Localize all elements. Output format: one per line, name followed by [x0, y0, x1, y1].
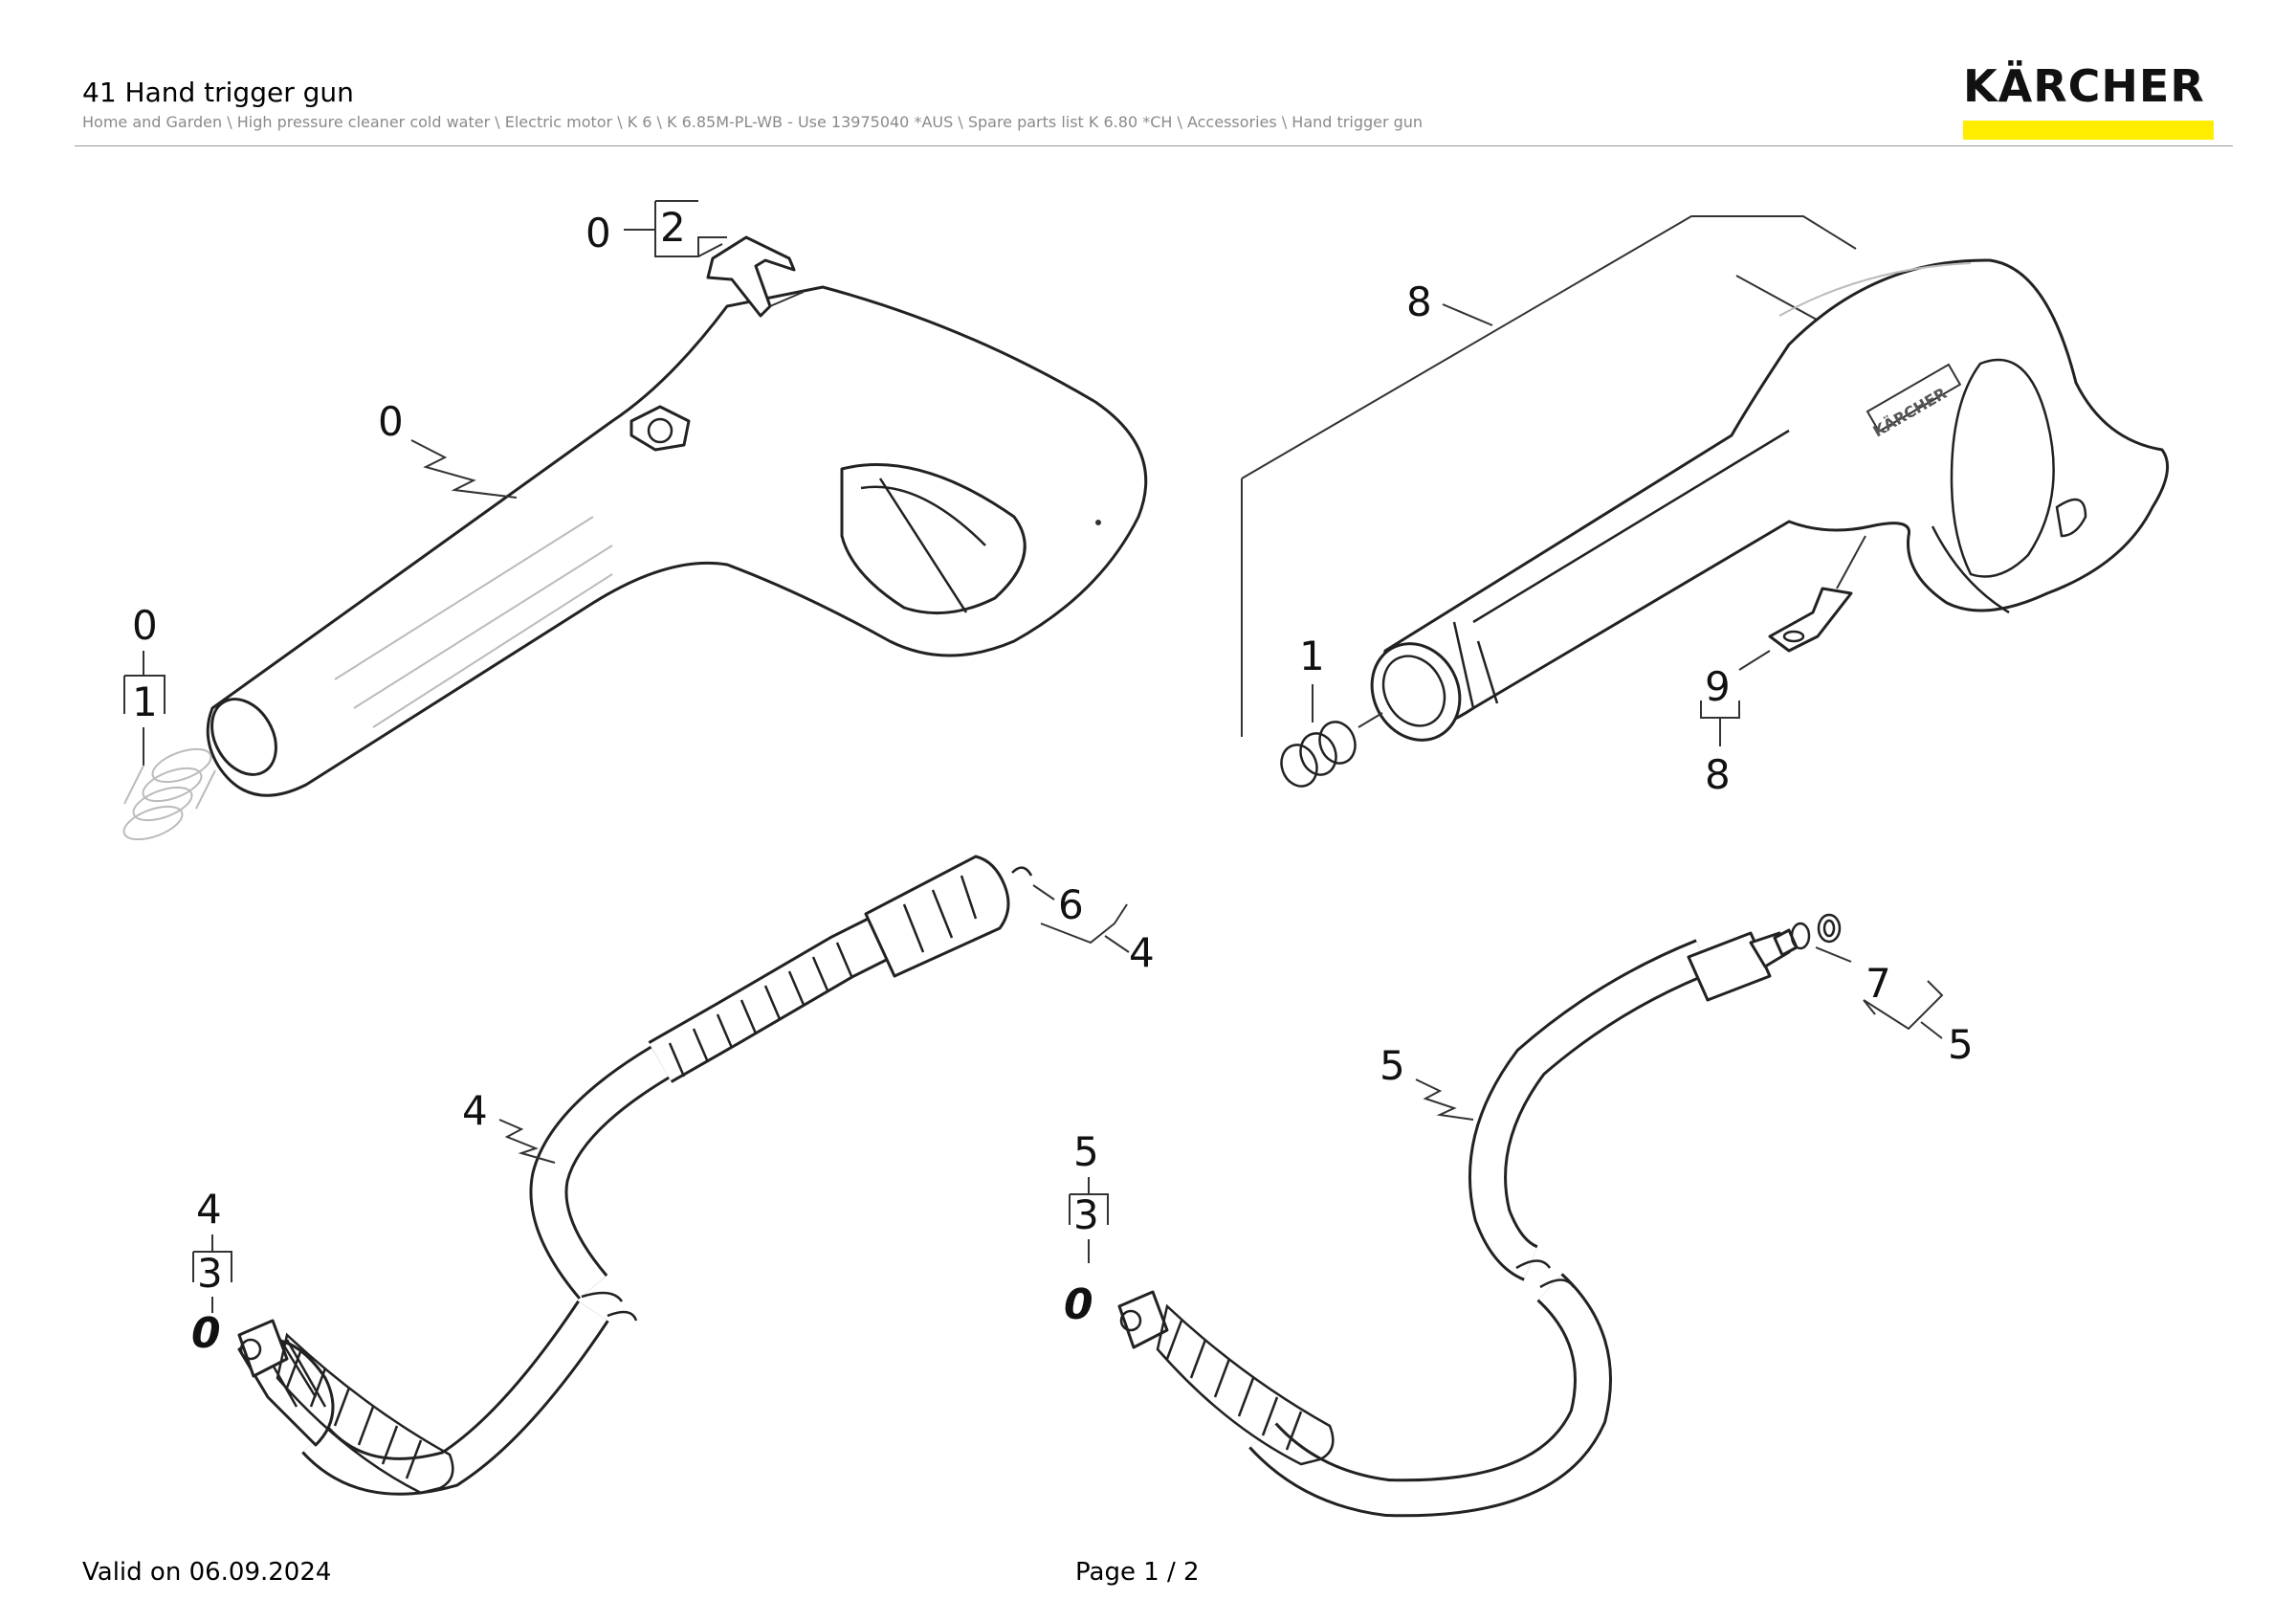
callout-hose-right-parent: 5	[1948, 1021, 1974, 1068]
hose-right-collar	[1687, 931, 1772, 1002]
gun-housing-left	[206, 285, 1148, 797]
breadcrumb: Home and Garden \ High pressure cleaner …	[82, 113, 1424, 131]
clip-part-9	[1768, 535, 1866, 653]
hose-left-coupling	[237, 1319, 454, 1495]
callout-hose-right-oring: 0	[1064, 1280, 1093, 1329]
clip-part-2	[706, 235, 805, 318]
callout-hose-left-end-parent: 4	[196, 1186, 222, 1233]
callout-top-right-spring-item: 1	[1299, 633, 1325, 679]
oring-part-7	[1790, 913, 1842, 950]
hose-right	[1248, 928, 1799, 1518]
logo-yellow-bar	[1963, 121, 2214, 140]
page-title: 41 Hand trigger gun	[82, 77, 354, 108]
callout-hose-right-end-parent: 5	[1073, 1128, 1099, 1175]
gun-grip-opening	[840, 463, 1027, 615]
gun-brand-plate	[1866, 363, 1962, 434]
valid-date: Valid on 06.09.2024	[82, 1558, 332, 1587]
gun-nozzle-opening	[210, 698, 277, 776]
karcher-logo: KÄRCHER	[1963, 61, 2216, 140]
gun-grip-right	[1950, 358, 2055, 578]
callout-top-right-gun-item: 8	[1406, 278, 1432, 325]
callout-hose-left-oring: 0	[191, 1309, 221, 1358]
callout-hose-right-item: 7	[1866, 960, 1891, 1007]
spring-part-1-right	[1280, 712, 1383, 788]
hose-left	[237, 855, 1010, 1496]
hose-right-coupling	[1117, 1290, 1335, 1466]
callout-top-right-clip-parent: 8	[1705, 751, 1731, 798]
oring-part-6	[1011, 866, 1033, 877]
callout-hose-left-ref: 4	[462, 1087, 488, 1134]
page-number: Page 1 / 2	[1075, 1558, 1200, 1587]
callout-top-left-gun-ref: 0	[378, 398, 404, 445]
callout-top-left-spring-item: 1	[132, 678, 158, 725]
hose-left-nut	[864, 855, 1010, 978]
spring-part-1-left	[122, 747, 216, 841]
callout-hose-left-parent: 4	[1129, 929, 1155, 976]
callout-hose-left-item: 6	[1058, 881, 1084, 928]
callout-top-left-clip-item: 2	[660, 204, 686, 251]
callout-top-left-clip-parent: 0	[585, 210, 611, 256]
gun-assembly-right: KÄRCHER	[1370, 258, 2170, 742]
callout-hose-right-ref: 5	[1380, 1042, 1405, 1089]
header-divider	[75, 145, 2233, 146]
callout-hose-right-end-item: 3	[1073, 1191, 1099, 1238]
gun-hex-plug	[629, 405, 691, 452]
callout-hose-left-end-item: 3	[197, 1250, 223, 1297]
callout-top-right-clip-item: 9	[1705, 663, 1731, 710]
callout-top-left-spring-parent: 0	[132, 602, 158, 649]
logo-text: KÄRCHER	[1963, 60, 2205, 112]
